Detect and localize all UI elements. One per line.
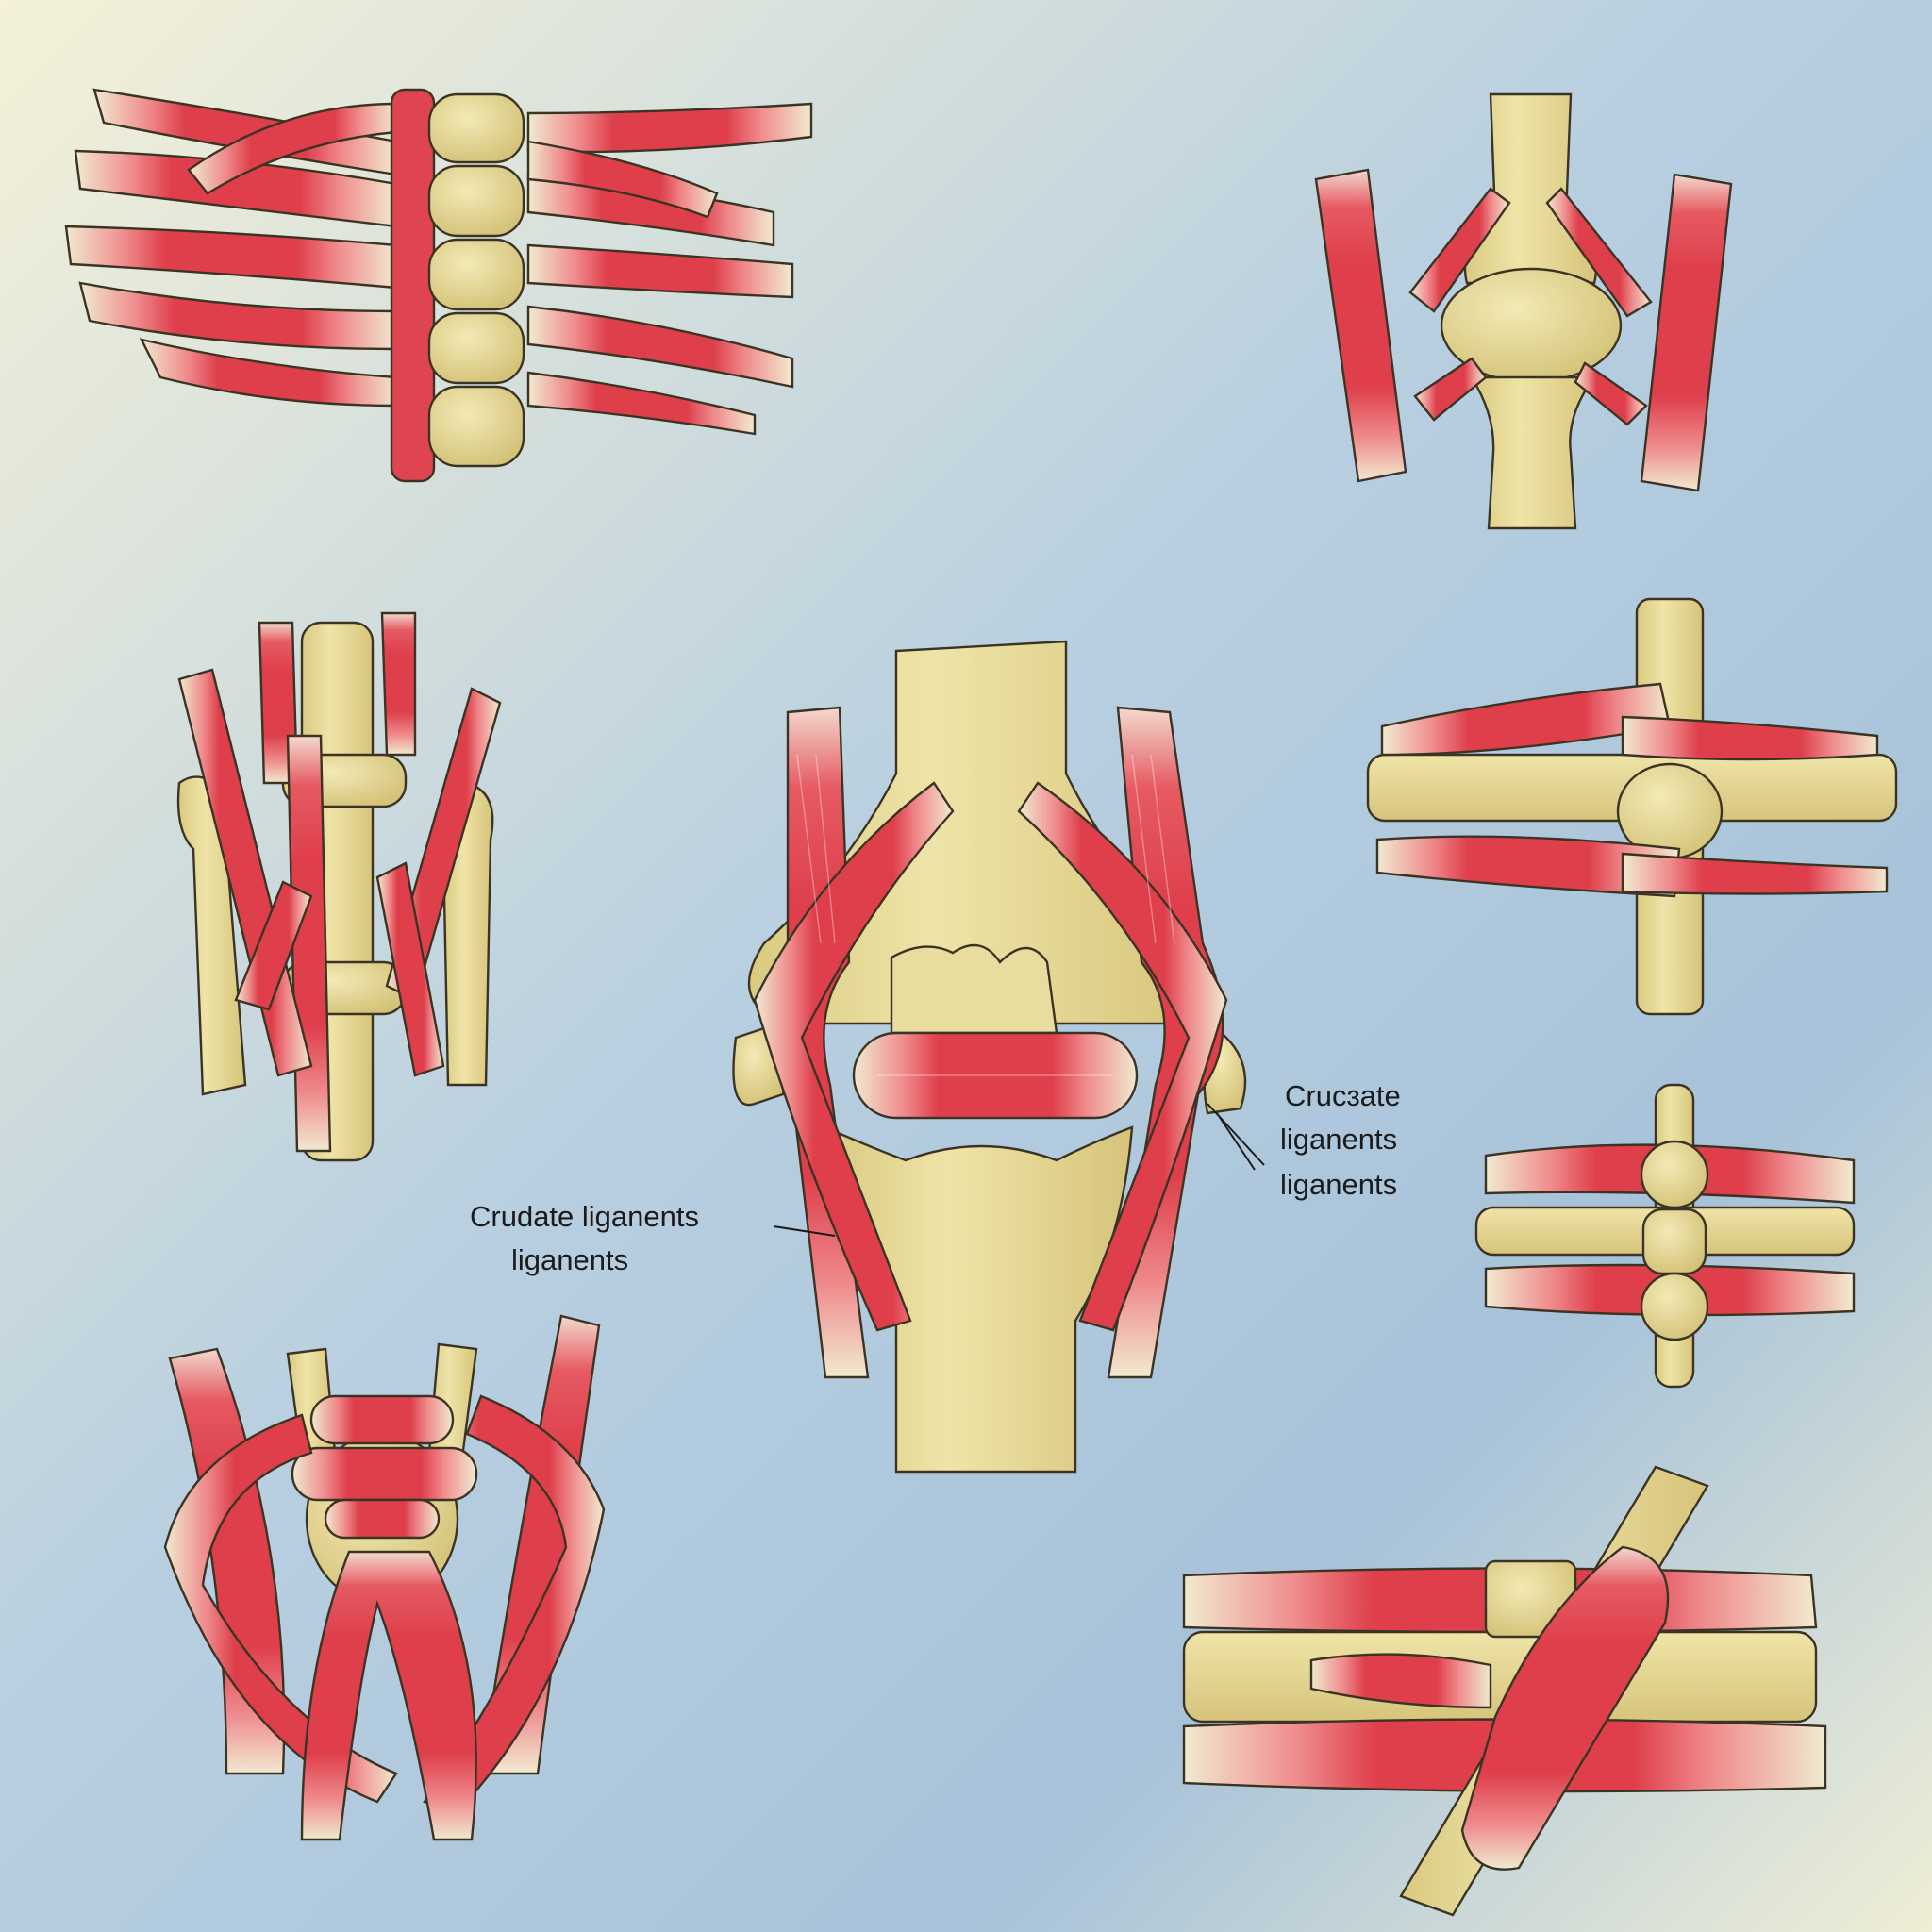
label-right-line1: Crucɜate (1285, 1079, 1401, 1112)
knee-right-inner-muscle (1017, 781, 1228, 1332)
spine-vertebrae (427, 92, 525, 468)
panel-finger (1474, 1083, 1856, 1389)
knee-left-inner-muscle (753, 781, 955, 1332)
pelvis-mid-band (291, 1446, 478, 1502)
wrist-left-bone (176, 775, 247, 1096)
hip-lower-bone (1469, 375, 1597, 530)
wrist-muscle-g (234, 880, 313, 1011)
panel-pelvis (163, 1314, 606, 1841)
knee-label-left-leader (773, 1225, 836, 1237)
hip-right-inner-muscle (1545, 187, 1653, 318)
finger-joint-bottom (1640, 1272, 1709, 1341)
hip-right-outer-muscle (1640, 173, 1733, 492)
cross-upper-muscle-right (1621, 715, 1879, 761)
pelvis-right-arch-muscle (423, 1394, 606, 1813)
cross-lower-muscle (1375, 835, 1681, 898)
finger-joint-top (1640, 1140, 1709, 1209)
spine-muscle-bands (64, 88, 813, 436)
knee-label-right-leader (1207, 1103, 1265, 1171)
wrist-muscle-f (375, 861, 445, 1077)
knee-femur-condyles (890, 943, 1058, 1035)
label-right: Crucɜate liganents liganents (1280, 1079, 1401, 1201)
hip-left-lower-muscle (1413, 357, 1488, 422)
label-left: Crudate liganents liganents (470, 1200, 699, 1276)
panel-cross (1366, 597, 1898, 1016)
pelvis-upper-band (309, 1394, 455, 1445)
label-left-line2: liganents (511, 1243, 628, 1276)
panel-spine (64, 88, 813, 483)
pelvis-low-band (324, 1498, 441, 1540)
diagonal-small-muscle (1309, 1653, 1492, 1709)
finger-joint-mid (1641, 1208, 1707, 1275)
spine-central-band (390, 88, 436, 483)
label-right-line3: liganents (1280, 1168, 1397, 1201)
panel-knee (732, 640, 1265, 1474)
pelvis-left-arch-muscle (163, 1413, 398, 1804)
diagonal-crossing-muscle (1460, 1545, 1670, 1871)
panel-diagonal (1182, 1465, 1827, 1917)
knee-fiber-lines (796, 754, 1175, 1076)
pelvis-central-muscle (300, 1550, 477, 1841)
hip-left-outer-muscle (1314, 168, 1407, 483)
label-right-line2: liganents (1280, 1123, 1397, 1156)
knee-meniscus (852, 1031, 1139, 1120)
wrist-muscle-b (380, 611, 417, 757)
panel-hip (1314, 92, 1733, 530)
panel-wrist (176, 611, 502, 1162)
hip-left-inner-muscle (1408, 187, 1511, 313)
hip-right-lower-muscle (1574, 361, 1648, 426)
label-left-line1: Crudate liganents (470, 1200, 699, 1233)
cross-lower-muscle-right (1621, 852, 1889, 895)
